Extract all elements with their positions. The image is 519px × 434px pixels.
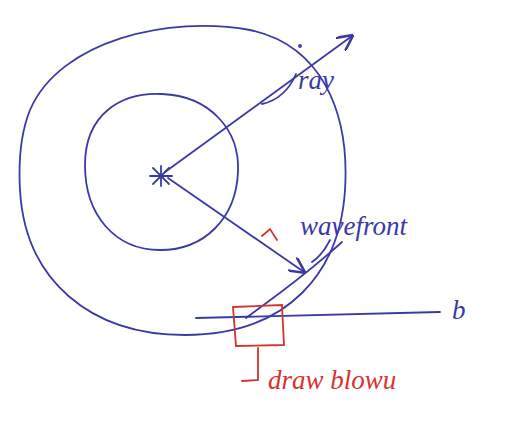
right-angle-mark [262, 229, 277, 240]
ray-label: ray [298, 66, 334, 96]
outer-circle [19, 26, 345, 335]
zoom-square [233, 305, 284, 346]
ray-leader [262, 74, 296, 104]
wavefront-leader [312, 240, 330, 262]
inner-circle [85, 94, 238, 250]
normal-arrow [168, 178, 304, 272]
ray-arrow [165, 36, 352, 172]
callout-hook [242, 348, 258, 381]
wavefront-label: wavefront [300, 212, 407, 242]
boundary-label: b [452, 296, 466, 326]
dot [299, 45, 301, 47]
note-label: draw blowu [268, 366, 396, 396]
